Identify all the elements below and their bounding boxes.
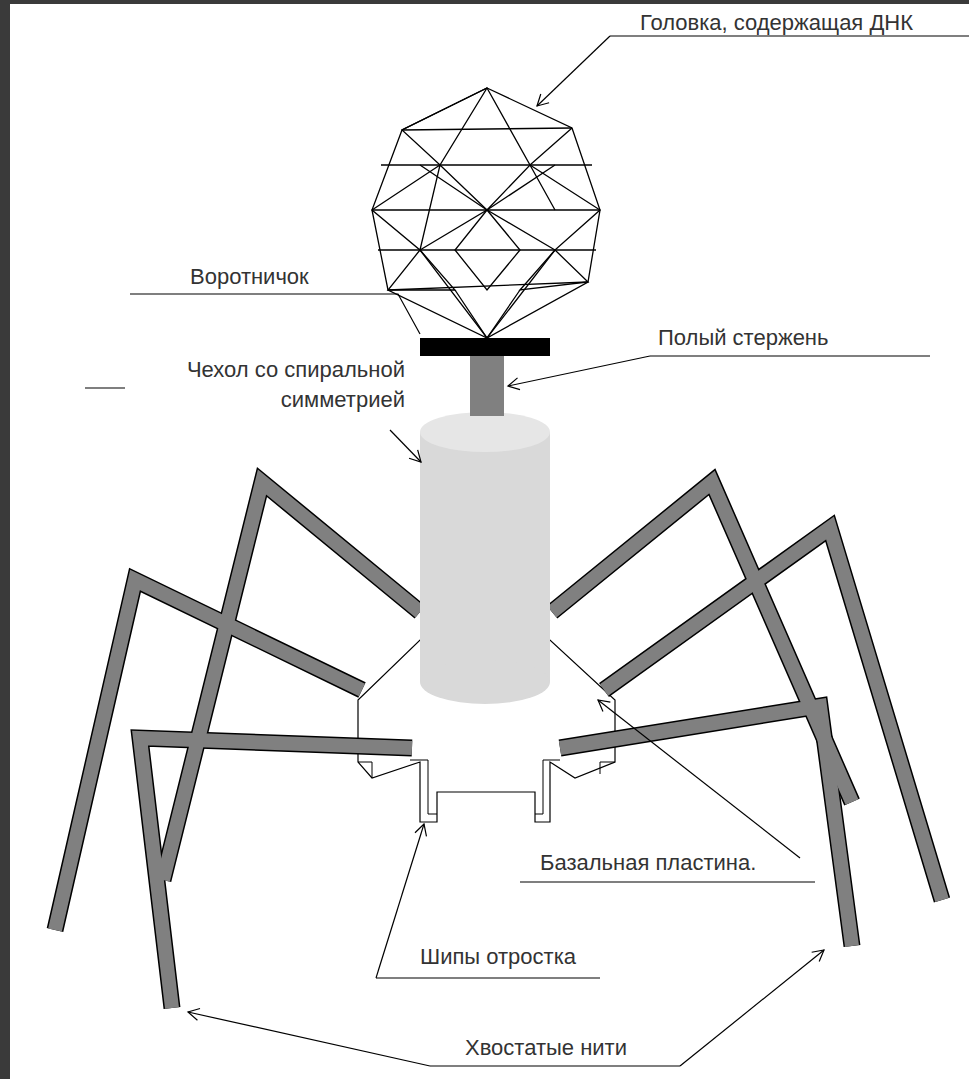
- tail-sheath: [420, 412, 550, 704]
- fibers-label: Хвостатые нити: [465, 1033, 627, 1063]
- collar-label: Воротничок: [190, 262, 309, 292]
- rod-label: Полый стержень: [658, 323, 828, 353]
- phage-head: [372, 88, 600, 338]
- base-plate-edge: [358, 762, 372, 778]
- edge-strip: [0, 0, 969, 4]
- base-plate-label: Базальная пластина.: [540, 848, 756, 878]
- hollow-rod: [470, 354, 504, 416]
- base-plate: [358, 640, 615, 822]
- tail-spike: [410, 760, 437, 814]
- leader-lines: [85, 36, 969, 1066]
- tail-spike: [535, 760, 560, 814]
- collar: [420, 338, 550, 356]
- edge-strip: [0, 0, 10, 1079]
- sheath-label: Чехол со спиральной симметрией: [125, 355, 405, 415]
- head-label: Головка, содержащая ДНК: [640, 8, 913, 38]
- spikes-label: Шипы отростка: [420, 942, 576, 972]
- base-plate-edge: [600, 762, 615, 774]
